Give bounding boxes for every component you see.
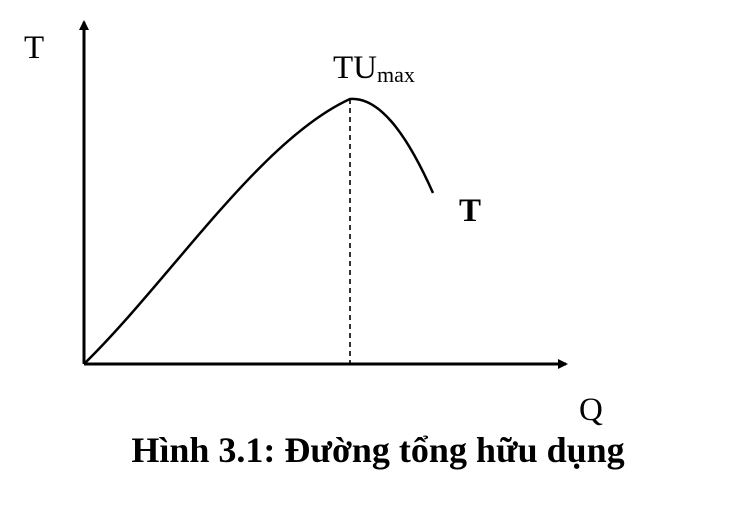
x-axis-label: Q [579, 392, 603, 428]
total-utility-curve [83, 97, 435, 365]
y-axis-label: T [24, 30, 44, 66]
peak-label-subscript: max [377, 62, 415, 87]
peak-label-main: TU [333, 50, 377, 86]
curve-label: T [459, 193, 481, 229]
peak-label: TUmax [333, 50, 415, 87]
figure-caption: Hình 3.1: Đường tổng hữu dụng [131, 430, 625, 470]
